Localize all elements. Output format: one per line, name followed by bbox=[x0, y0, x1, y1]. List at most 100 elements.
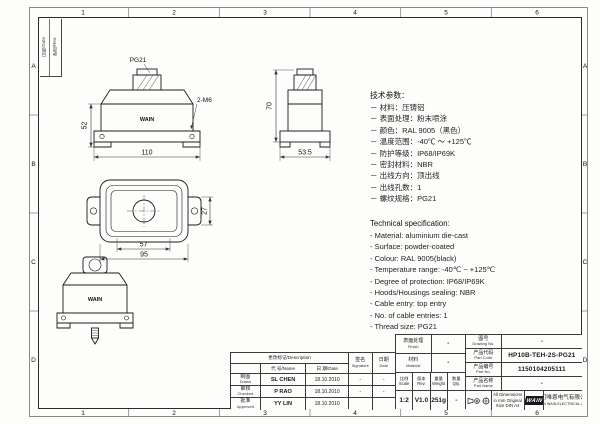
grid-col-label: 1 bbox=[81, 10, 85, 17]
date-empty bbox=[373, 398, 396, 410]
grid-col-label: 2 bbox=[172, 410, 176, 417]
spec-line: － 出线方向：顶出线 bbox=[370, 171, 440, 181]
spec-line: － 颜色：RAL 9005（黑色） bbox=[370, 125, 466, 135]
spec-line: - Thread size: PG21 bbox=[370, 322, 437, 332]
spec-line: － 温度范围：-40℃ ～ +125℃ bbox=[370, 137, 472, 147]
grid-row-label: B bbox=[583, 161, 587, 168]
front-dim-width: 110 bbox=[141, 150, 152, 157]
checked-name: P RAO bbox=[260, 386, 307, 398]
assembled-brand-label: WAIN bbox=[88, 297, 102, 303]
date-dash: - bbox=[372, 374, 395, 386]
dimensions-note: All Dimensions in mm Original Size DIN A… bbox=[492, 391, 525, 410]
scale-value: 1:2 bbox=[396, 391, 414, 410]
change-description-header: 更改标记/Description bbox=[231, 353, 348, 364]
grid-col-label: 5 bbox=[444, 10, 448, 17]
top-dim-inner: 57 bbox=[140, 242, 148, 249]
approved-date: 18.10.2010 bbox=[314, 401, 340, 407]
grid-row-label: D bbox=[583, 357, 588, 364]
checked-date: 18.10.2010 bbox=[306, 386, 348, 398]
part-no-value: 1150104205111 bbox=[501, 363, 582, 377]
specs-chinese: 技术参数： － 材料：压铸铝 － 表面处理：粉末喷涂 － 颜色：RAL 9005… bbox=[370, 90, 580, 205]
revision-strip-col: 日期/Date bbox=[40, 18, 51, 76]
grid-col-label: 6 bbox=[535, 10, 539, 17]
revision-strip: 日期/Date 更改/Rev. bbox=[39, 18, 62, 77]
grid-row-label: D bbox=[31, 357, 36, 364]
projection-symbols bbox=[466, 391, 492, 410]
spec-line: － 密封材料：NBR bbox=[370, 160, 433, 170]
grid-col-label: 4 bbox=[353, 10, 357, 17]
grid-col-label: 3 bbox=[263, 10, 267, 17]
grid-col-label: 4 bbox=[353, 410, 357, 417]
grid-col-label: 6 bbox=[535, 410, 539, 417]
grid-col-label: 2 bbox=[172, 10, 176, 17]
signature-dash: - bbox=[349, 386, 373, 398]
top-view: 57 95 27 bbox=[86, 179, 213, 262]
spec-line: － 螺纹规格：PG21 bbox=[370, 194, 437, 204]
spec-line: － 防护等级：IP68/IP69K bbox=[370, 148, 456, 158]
center-mark-icon bbox=[482, 397, 490, 404]
front-screw-label: 2-M6 bbox=[197, 97, 212, 104]
grid-labels: 1 2 3 4 5 6 1 2 3 4 5 6 A B C D A B C D bbox=[31, 10, 588, 418]
top-dim-side: 27 bbox=[202, 207, 209, 215]
grid-row-label: C bbox=[31, 259, 36, 266]
spec-line: - Material: aluminium die-cast bbox=[370, 231, 468, 240]
spec-line: - Cable entry: top entry bbox=[370, 299, 447, 309]
frame-ticks bbox=[29, 7, 588, 417]
part-code-value: HP10B-TEH-2S-PG21 bbox=[501, 349, 582, 363]
spec-line: － 表面处理：粉末喷涂 bbox=[370, 114, 448, 124]
grid-col-label: 3 bbox=[263, 410, 267, 417]
first-angle-projection-icon bbox=[467, 397, 480, 404]
company-name-cell: 厦门唯恩电气有限公司 XIAMEN WAIN ELECTRICAL CO.,LT… bbox=[544, 391, 582, 410]
material-value: - bbox=[431, 354, 465, 373]
drawing-no-value: - bbox=[501, 335, 582, 349]
company-name-cn: 厦门唯恩电气有限公司 bbox=[544, 394, 582, 401]
company-name-en: XIAMEN WAIN ELECTRICAL CO.,LTD bbox=[544, 400, 582, 406]
company-logo-cell: WAIN bbox=[524, 391, 545, 410]
signature-col-spacer bbox=[231, 364, 261, 374]
sheet-outer-frame bbox=[29, 7, 588, 417]
specs-en-title: Technical specification: bbox=[370, 219, 450, 228]
side-dim-height: 70 bbox=[267, 102, 274, 110]
specs-english: Technical specification: - Material: alu… bbox=[370, 218, 580, 333]
grid-col-label: 1 bbox=[81, 410, 85, 417]
spec-line: - Hoods/Housings sealing: NBR bbox=[370, 288, 476, 298]
finish-value: - bbox=[431, 335, 465, 354]
front-dim-height: 52 bbox=[82, 122, 89, 130]
front-gland-label: PG21 bbox=[130, 57, 147, 64]
name-header: 代 号/Name bbox=[260, 364, 307, 374]
spec-line: - Surface: powder-coated bbox=[370, 242, 455, 252]
side-view: 70 53.5 bbox=[267, 68, 331, 161]
drawn-name: SL CHEN bbox=[260, 374, 307, 386]
qty-value: - bbox=[455, 397, 458, 404]
weight-value: 251g bbox=[431, 391, 448, 410]
grid-row-label: C bbox=[583, 259, 588, 266]
specs-cn-title: 技术参数： bbox=[370, 91, 409, 100]
grid-row-label: A bbox=[31, 63, 36, 70]
part-name-value: - bbox=[501, 377, 582, 391]
spec-line: - Degree of protection: IP68/IP69K bbox=[370, 276, 485, 286]
front-brand-label: WAIN bbox=[140, 117, 154, 123]
date-header: 日 期/Date bbox=[306, 364, 348, 374]
signature-dash: - bbox=[349, 374, 373, 386]
spec-line: － 材料：压铸铝 bbox=[370, 103, 425, 112]
wain-logo: WAIN bbox=[524, 396, 544, 405]
assembled-view: WAIN bbox=[56, 256, 134, 345]
